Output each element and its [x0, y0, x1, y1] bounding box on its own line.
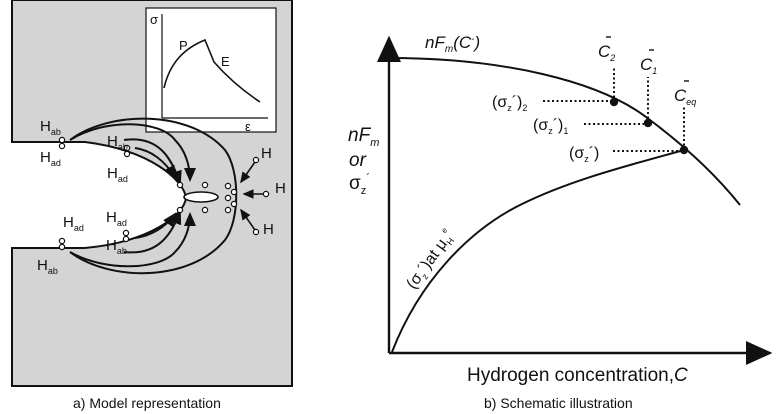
h-arrow-top — [240, 161, 256, 184]
y-label-nfm: nFm — [348, 125, 379, 149]
h-ab-label-upper: Hab — [40, 118, 61, 137]
panel-a-caption: a) Model representation — [73, 395, 221, 411]
y-label-sigma: σz´ — [349, 171, 370, 197]
diffusion-arrow-lower-outer — [69, 212, 196, 268]
h-free-label-bot: H — [263, 221, 274, 238]
h-arrow-bot — [240, 208, 256, 231]
h-free-label-mid: H — [275, 180, 286, 197]
x-axis-label: Hydrogen concentration,C — [467, 365, 688, 386]
inset-curve — [163, 38, 261, 103]
diffusion-arrow-upper-outer — [69, 123, 196, 182]
panel-b: C2 C1 Ceq (σz´)2 (σz´)1 (σz´) nFm(C-) (σ… — [348, 33, 773, 411]
panel-b-caption: b) Schematic illustration — [484, 395, 633, 411]
diffusion-arrow-lower-inner — [123, 210, 182, 254]
inset-x-label: ε — [245, 119, 251, 134]
label-c2: C2 — [598, 42, 615, 63]
diffusion-arrow-lower-mid — [134, 212, 177, 239]
h-ab-label-lower: Hab — [37, 257, 58, 276]
label-sigma-2: (σz´)2 — [492, 94, 527, 113]
label-sigma-1: (σz´)1 — [533, 117, 568, 136]
upper-curve-nfm — [388, 57, 741, 206]
label-ceq: Ceq — [674, 86, 696, 107]
h-ab-label-mid: Hab — [107, 133, 128, 152]
diffusion-arrow-upper-inner — [123, 138, 182, 185]
crack-tip-void — [183, 191, 219, 203]
lower-curve-stress — [391, 149, 685, 353]
inset-stress-strain-plot: σ ε P E — [145, 7, 277, 134]
upper-curve-label: nFm(C-) — [425, 33, 480, 55]
h-ad-label-left: Had — [63, 214, 84, 233]
label-c1: C1 — [640, 55, 657, 76]
inset-peak-label: P — [179, 38, 188, 53]
hydrogen-atoms — [58, 136, 270, 251]
h-free-label-top: H — [261, 145, 272, 162]
h-ad-label-mid-upper: Had — [107, 165, 128, 184]
h-ad-label-upper: Had — [40, 149, 61, 168]
h-ad-label-mid-lower: Had — [106, 209, 127, 228]
y-label-or: or — [349, 150, 367, 171]
label-sigma: (σz´) — [569, 145, 599, 164]
inset-y-label: σ — [150, 12, 158, 27]
outer-contour-arc — [69, 117, 238, 275]
panel-a: σ ε P E — [11, 0, 293, 411]
inset-elastic-label: E — [221, 54, 230, 69]
h-ab-label-mid-lower: Hab — [106, 237, 127, 256]
